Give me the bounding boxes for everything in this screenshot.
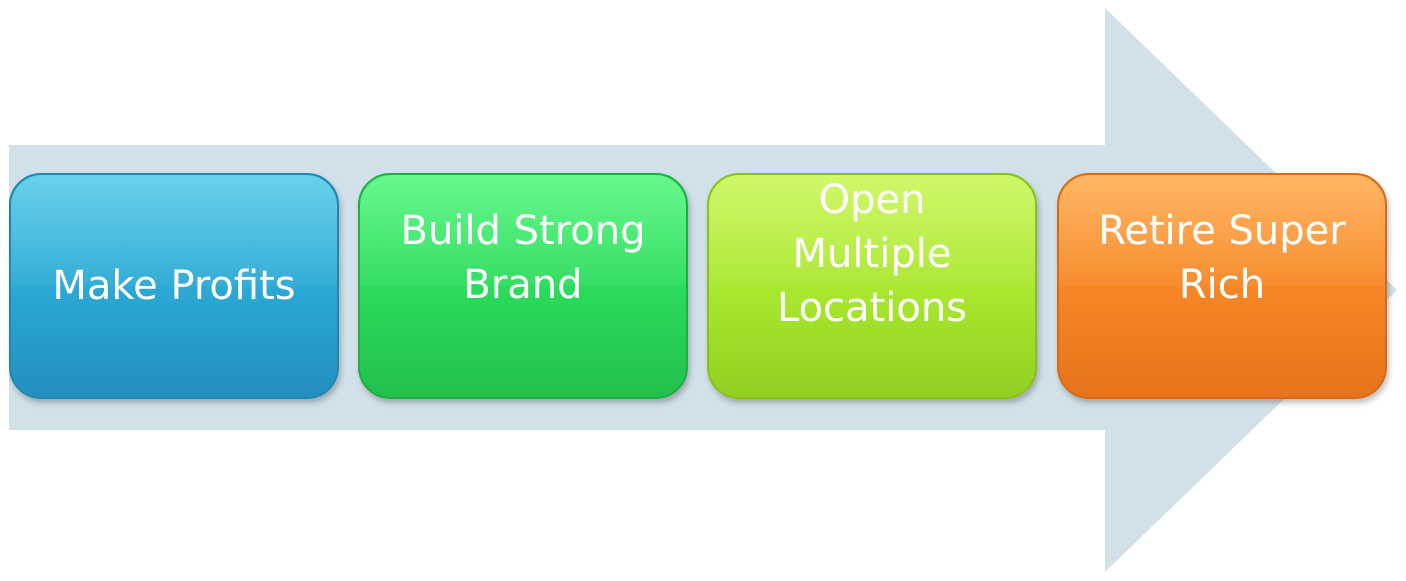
step-label: Make Profits <box>52 263 296 309</box>
step-make-profits: Make Profits <box>9 173 339 399</box>
step-label: Build Strong Brand <box>400 208 646 308</box>
step-label: Retire Super Rich <box>1098 208 1346 308</box>
arrow-shape <box>9 8 1397 572</box>
step-label: Open Multiple Locations <box>776 177 968 331</box>
step-build-strong-brand: Build Strong Brand <box>358 173 688 399</box>
step-open-multiple-locations: Open Multiple Locations <box>707 173 1037 399</box>
step-retire-super-rich: Retire Super Rich <box>1057 173 1387 399</box>
